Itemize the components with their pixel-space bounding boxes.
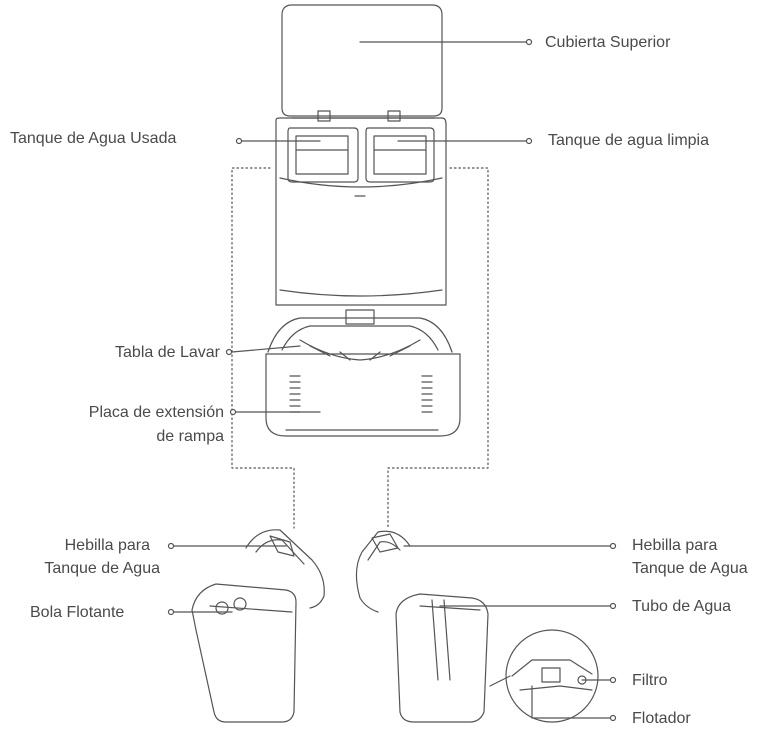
base-drawing <box>265 353 461 437</box>
float-label: Flotador <box>632 710 691 727</box>
ramp-label-line1: Placa de extensión <box>88 404 224 421</box>
left-tank-drawing <box>191 529 325 723</box>
water-tube-label: Tubo de Agua <box>632 598 732 615</box>
top-cover-drawing <box>281 4 443 122</box>
clean-tank-drawing <box>365 127 435 183</box>
wash-board-drawing <box>267 309 453 361</box>
buckle-right-label-line1: Hebilla para <box>632 537 718 554</box>
leader-lines <box>167 38 617 722</box>
float-ball-label: Bola Flotante <box>30 604 125 621</box>
clean-tank-label: Tanque de agua limpia <box>548 132 710 149</box>
station-body-drawing <box>275 117 447 306</box>
filter-label: Filtro <box>632 672 668 689</box>
buckle-left-label-line1: Hebilla para <box>64 537 150 554</box>
right-tank-drawing <box>355 530 489 723</box>
buckle-right-label-line2: Tanque de Agua <box>632 560 748 577</box>
buckle-left-label-line2: Tanque de Agua <box>44 560 160 577</box>
dirty-tank-label: Tanque de Agua Usada <box>10 130 177 147</box>
ramp-label-line2: de rampa <box>156 428 224 445</box>
dotted-connectors <box>231 167 489 529</box>
wash-board-label: Tabla de Lavar <box>115 344 220 361</box>
dirty-tank-drawing <box>287 127 359 183</box>
top-cover-label: Cubierta Superior <box>545 34 671 51</box>
filter-detail-drawing <box>489 629 599 723</box>
